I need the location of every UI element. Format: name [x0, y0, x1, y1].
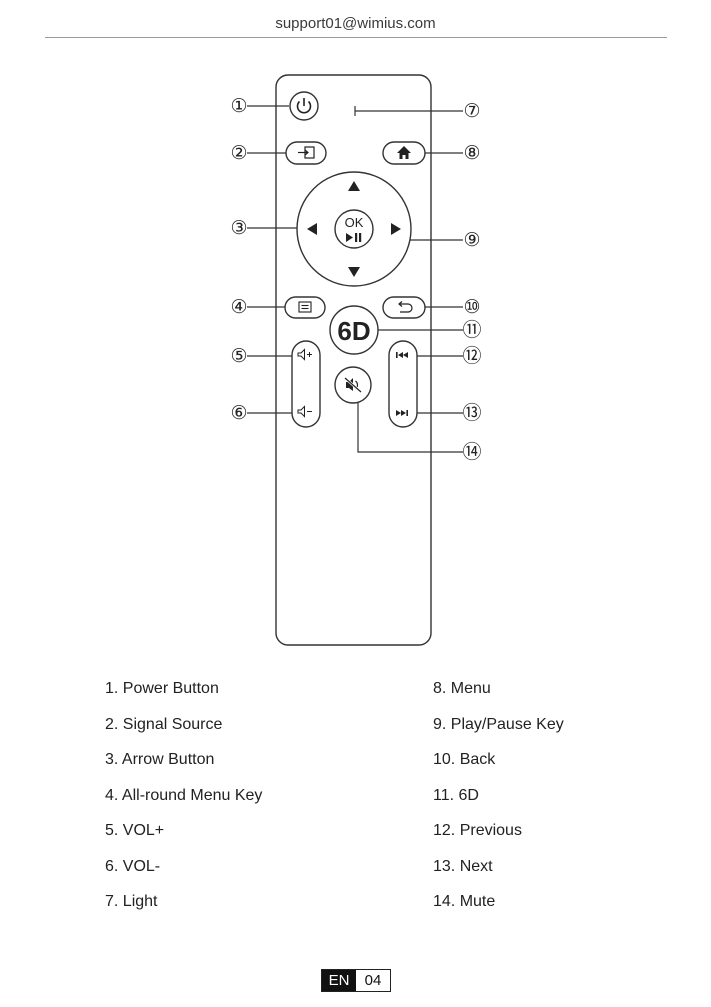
ok-play-pause-button[interactable]: OK [335, 210, 373, 248]
legend-item: 8. Menu [433, 680, 491, 698]
callout-13: ⑬ [462, 402, 481, 424]
legend-item: 7. Light [105, 893, 157, 911]
page-footer: EN 04 [321, 969, 391, 992]
callout-7: ⑦ [463, 101, 480, 122]
six-d-button[interactable]: 6D [330, 306, 378, 354]
back-button[interactable] [383, 297, 425, 318]
language-badge: EN [322, 970, 356, 991]
callout-5: ⑤ [230, 346, 247, 367]
callout-2: ② [230, 143, 247, 164]
home-button[interactable] [383, 142, 425, 164]
legend-item: 4. All-round Menu Key [105, 787, 262, 805]
legend-item: 1. Power Button [105, 680, 219, 698]
callout-9: ⑨ [463, 230, 480, 251]
legend-item: 2. Signal Source [105, 716, 222, 734]
callout-10: ⑩ [463, 297, 480, 318]
legend-item: 3. Arrow Button [105, 751, 214, 769]
callout-12: ⑫ [462, 345, 481, 367]
callout-6: ⑥ [230, 403, 247, 424]
callout-11: ⑪ [462, 319, 481, 341]
callout-14: ⑭ [462, 441, 481, 463]
legend-item: 9. Play/Pause Key [433, 716, 564, 734]
callout-3: ③ [230, 218, 247, 239]
legend-item: 13. Next [433, 858, 493, 876]
mute-button[interactable] [335, 367, 371, 403]
legend-item: 14. Mute [433, 893, 495, 911]
callout-4: ④ [230, 297, 247, 318]
signal-source-button[interactable] [286, 142, 326, 164]
page-number: 04 [356, 970, 390, 991]
callout-1: ① [230, 96, 247, 117]
legend-item: 12. Previous [433, 822, 522, 840]
callout-8: ⑧ [463, 143, 480, 164]
legend-item: 11. 6D [433, 787, 479, 805]
remote-diagram: OK 6D [0, 0, 711, 660]
ok-label: OK [345, 215, 364, 230]
six-d-label: 6D [337, 316, 370, 346]
legend-item: 5. VOL+ [105, 822, 164, 840]
all-round-menu-button[interactable] [285, 297, 325, 318]
volume-rocker[interactable] [292, 341, 320, 427]
legend-item: 10. Back [433, 751, 495, 769]
power-button[interactable] [290, 92, 318, 120]
track-rocker[interactable] [389, 341, 417, 427]
legend-item: 6. VOL- [105, 858, 160, 876]
